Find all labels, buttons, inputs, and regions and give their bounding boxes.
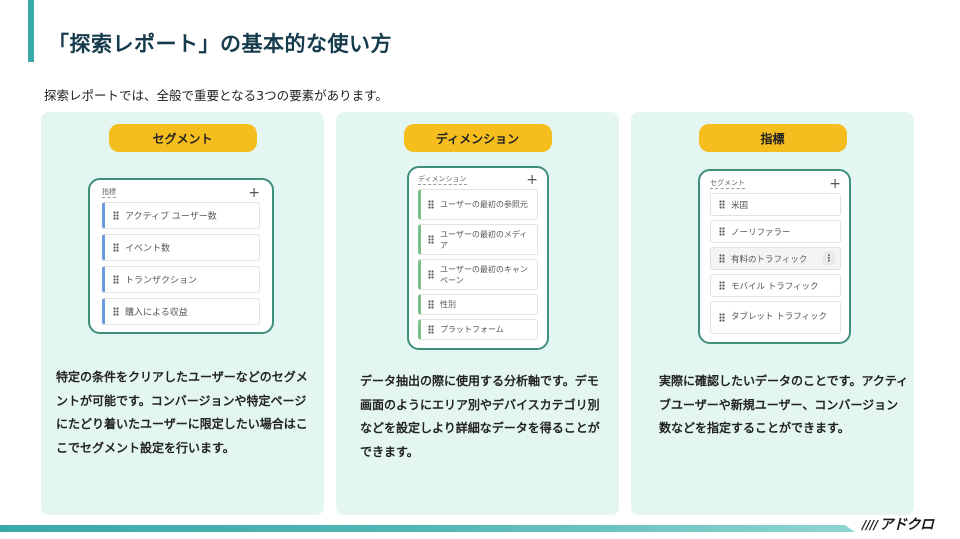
drag-handle-icon[interactable] — [719, 200, 725, 209]
drag-handle-icon[interactable] — [428, 325, 434, 334]
drag-handle-icon[interactable] — [719, 227, 725, 236]
logo-slashes-icon: //// — [862, 518, 878, 532]
drag-handle-icon[interactable] — [719, 313, 725, 322]
dimension-heading-pill: ディメンション — [403, 124, 552, 152]
list-item[interactable]: モバイル トラフィック — [710, 274, 841, 297]
list-item[interactable]: ユーザーの最初のキャンペーン — [418, 259, 538, 290]
drag-handle-icon[interactable] — [113, 275, 119, 284]
metric-heading-pill: 指標 — [698, 124, 847, 152]
drag-handle-icon[interactable] — [428, 200, 434, 209]
drag-handle-icon[interactable] — [113, 243, 119, 252]
drag-handle-icon[interactable] — [428, 235, 434, 244]
plus-icon[interactable]: + — [829, 176, 841, 192]
dimension-description: データ抽出の際に使用する分析軸です。デモ画面のようにエリア別やデバイスカテゴリ別… — [360, 374, 600, 459]
drag-handle-icon[interactable] — [428, 300, 434, 309]
list-item[interactable]: ノーリファラー — [710, 220, 841, 243]
list-item[interactable]: 購入による収益 — [102, 298, 260, 325]
page-title: 「探索レポート」の基本的な使い方 — [48, 32, 392, 56]
list-item[interactable]: 米国 — [710, 193, 841, 216]
list-item[interactable]: トランザクション — [102, 266, 260, 293]
card-label: ディメンション — [418, 175, 467, 185]
list-item[interactable]: ユーザーの最初の参照元 — [418, 189, 538, 220]
drag-handle-icon[interactable] — [719, 254, 725, 263]
brand-logo: ////アドクロ — [862, 514, 934, 534]
card-label: 指標 — [102, 188, 116, 198]
panel-dimension: ディメンション ディメンション + ユーザーの最初の参照元 ユーザーの最初のメデ… — [336, 112, 619, 515]
segment-demo-card: セグメント + 米国 ノーリファラー 有料のトラフィック⋮ モバイル トラフィッ… — [698, 169, 851, 344]
drag-handle-icon[interactable] — [113, 307, 119, 316]
list-item[interactable]: ユーザーの最初のメディア — [418, 224, 538, 255]
list-item[interactable]: アクティブ ユーザー数 — [102, 202, 260, 229]
plus-icon[interactable]: + — [248, 185, 260, 201]
dimension-demo-card: ディメンション + ユーザーの最初の参照元 ユーザーの最初のメディア ユーザーの… — [407, 166, 549, 350]
card-label: セグメント — [710, 179, 745, 189]
panel-metric: 指標 セグメント + 米国 ノーリファラー 有料のトラフィック⋮ モバイル トラ… — [631, 112, 914, 515]
list-item-hovered[interactable]: 有料のトラフィック⋮ — [710, 247, 841, 270]
metric-description: 実際に確認したいデータのことです。アクティブユーザーや新規ユーザー、コンバージョ… — [659, 374, 909, 435]
metrics-demo-card: 指標 + アクティブ ユーザー数 イベント数 トランザクション 購入による収益 — [88, 178, 274, 334]
panel-segment: セグメント 指標 + アクティブ ユーザー数 イベント数 トランザクション 購入… — [41, 112, 324, 515]
footer-gradient-bar — [0, 525, 855, 532]
drag-handle-icon[interactable] — [428, 270, 434, 279]
drag-handle-icon[interactable] — [719, 281, 725, 290]
list-item[interactable]: イベント数 — [102, 234, 260, 261]
plus-icon[interactable]: + — [526, 172, 538, 188]
list-item[interactable]: プラットフォーム — [418, 319, 538, 340]
intro-text: 探索レポートでは、全般で重要となる3つの要素があります。 — [44, 88, 388, 103]
segment-heading-pill: セグメント — [108, 124, 257, 152]
title-accent-bar — [28, 0, 34, 62]
drag-handle-icon[interactable] — [113, 211, 119, 220]
segment-description: 特定の条件をクリアしたユーザーなどのセグメントが可能です。コンバージョンや特定ペ… — [56, 370, 308, 455]
more-vert-icon[interactable]: ⋮ — [822, 251, 836, 266]
list-item[interactable]: タブレット トラフィック — [710, 301, 841, 334]
list-item[interactable]: 性別 — [418, 294, 538, 315]
logo-text: アドクロ — [879, 517, 935, 533]
